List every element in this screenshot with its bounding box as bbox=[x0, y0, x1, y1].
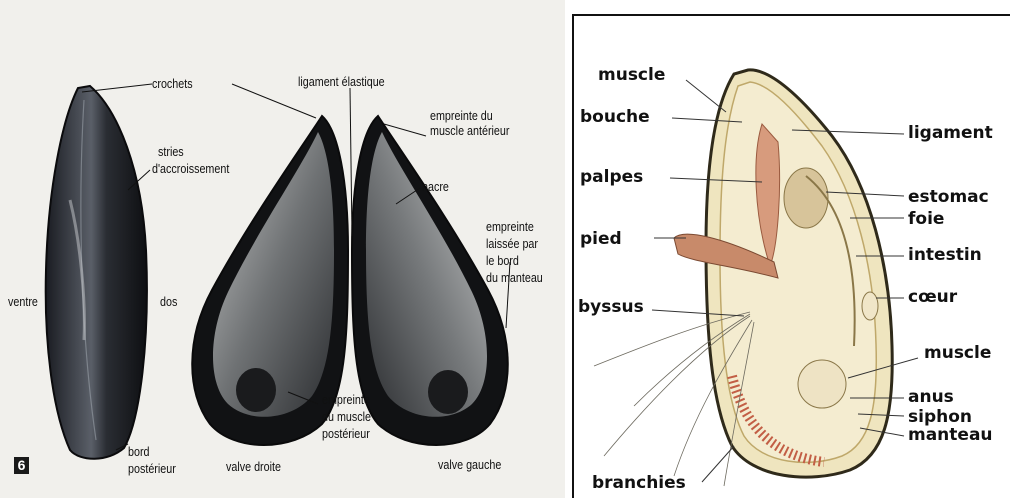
label-palpes: palpes bbox=[580, 168, 643, 186]
side-view-shell bbox=[46, 86, 147, 459]
label-anus: anus bbox=[908, 388, 954, 406]
label-empreinte-muscle-anterieur-1: empreinte du bbox=[430, 109, 493, 123]
label-bord-1: bord bbox=[128, 445, 150, 459]
label-foie: foie bbox=[908, 210, 944, 228]
label-valve-gauche: valve gauche bbox=[438, 458, 501, 472]
label-siphon: siphon bbox=[908, 408, 972, 426]
label-empreinte-muscle-anterieur-2: muscle antérieur bbox=[430, 124, 509, 138]
label-nacre: nacre bbox=[422, 180, 449, 194]
label-ventre: ventre bbox=[8, 295, 38, 309]
label-empreinte-manteau-1: empreinte bbox=[486, 220, 534, 234]
label-valve-droite: valve droite bbox=[226, 460, 281, 474]
label-crochets: crochets bbox=[152, 77, 193, 91]
label-bord-2: postérieur bbox=[128, 462, 176, 476]
label-ligament-elastique: ligament élastique bbox=[298, 75, 385, 89]
label-pied: pied bbox=[580, 230, 622, 248]
label-stries-2: d'accroissement bbox=[152, 162, 229, 176]
label-bouche: bouche bbox=[580, 108, 650, 126]
label-manteau: manteau bbox=[908, 426, 993, 444]
label-muscle-top: muscle bbox=[598, 66, 665, 84]
label-dos: dos bbox=[160, 295, 177, 309]
label-empreinte-manteau-4: du manteau bbox=[486, 271, 543, 285]
figure-number-badge: 6 bbox=[14, 457, 29, 474]
label-muscle-bottom: muscle bbox=[924, 344, 991, 362]
label-intestin: intestin bbox=[908, 246, 982, 264]
shell-illustration bbox=[0, 0, 565, 498]
shell-photo-panel: crochets ligament élastique empreinte du… bbox=[0, 0, 565, 498]
label-estomac: estomac bbox=[908, 188, 989, 206]
label-branchies: branchies bbox=[592, 474, 686, 492]
label-stries-1: stries bbox=[158, 145, 184, 159]
anatomy-diagram-panel: muscle bouche ligament palpes estomac fo… bbox=[572, 14, 1010, 498]
label-empreinte-muscle-posterieur-1: empreinte bbox=[322, 393, 370, 407]
label-ligament: ligament bbox=[908, 124, 993, 142]
label-empreinte-muscle-posterieur-2: du muscle bbox=[322, 410, 371, 424]
label-byssus: byssus bbox=[578, 298, 644, 316]
label-empreinte-manteau-2: laissée par bbox=[486, 237, 538, 251]
label-empreinte-manteau-3: le bord bbox=[486, 254, 519, 268]
label-empreinte-muscle-posterieur-3: postérieur bbox=[322, 427, 370, 441]
label-coeur: cœur bbox=[908, 288, 957, 306]
